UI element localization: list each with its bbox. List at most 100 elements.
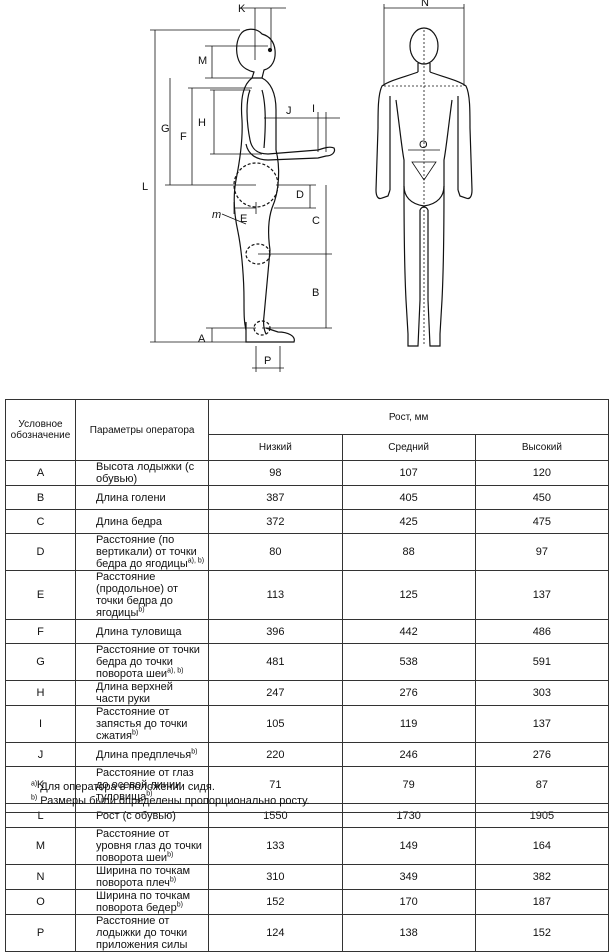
cell-low: 310 xyxy=(208,864,343,890)
cell-mid: 405 xyxy=(341,485,476,510)
cell-low: 220 xyxy=(208,742,343,767)
cell-mid: 538 xyxy=(341,643,476,681)
cell-mid: 88 xyxy=(341,533,476,571)
cell-mid: 79 xyxy=(341,766,476,804)
dim-label-h: H xyxy=(198,117,206,129)
cell-high: 591 xyxy=(474,643,610,681)
cell-param-footnote-ref: b) xyxy=(138,606,145,614)
cell-code: B xyxy=(5,485,76,510)
cell-low: 133 xyxy=(208,827,343,865)
dim-label-n: N xyxy=(421,0,429,9)
cell-mid: 349 xyxy=(341,864,476,890)
cell-high: 120 xyxy=(474,460,610,486)
cell-low: 124 xyxy=(208,914,343,952)
dim-label-l: L xyxy=(142,181,148,193)
cell-param-text: Расстояние от лодыжки до точки приложени… xyxy=(96,915,188,951)
dim-label-i: I xyxy=(312,103,315,115)
cell-high: 187 xyxy=(474,889,610,915)
cell-low: 80 xyxy=(208,533,343,571)
cell-param: Длина предплечьяb) xyxy=(74,742,210,767)
cell-code: G xyxy=(5,643,76,681)
cell-param: Расстояние (продольное) от точки бедра д… xyxy=(74,570,210,620)
footnote-a-mark: а) xyxy=(31,780,38,788)
cell-param: Расстояние (по вертикали) от точки бедра… xyxy=(74,533,210,571)
dim-label-b: B xyxy=(312,287,319,299)
cell-code: N xyxy=(5,864,76,890)
dim-label-g: G xyxy=(161,123,170,135)
cell-param-text: Длина туловища xyxy=(96,625,182,638)
cell-param-text: Расстояние от уровня глаз до точки повор… xyxy=(96,828,202,864)
cell-code: P xyxy=(5,914,76,952)
cell-low: 481 xyxy=(208,643,343,681)
cell-high: 164 xyxy=(474,827,610,865)
cell-param: Расстояние от глаз до осевой линии тулов… xyxy=(74,766,210,804)
cell-param-text: Высота лодыжки (с обувью) xyxy=(96,461,195,485)
cell-high: 152 xyxy=(474,914,610,952)
cell-mid: 119 xyxy=(341,705,476,743)
side-view-figure xyxy=(233,28,336,343)
cell-low: 396 xyxy=(208,619,343,644)
cell-high: 382 xyxy=(474,864,610,890)
cell-param: Длина туловища xyxy=(74,619,210,644)
operator-parameters-table: Условное обозначение Параметры оператора… xyxy=(5,399,610,952)
side-view-dimension-lines xyxy=(150,7,340,372)
cell-param-footnote-ref: b) xyxy=(146,790,153,798)
table-row: P Расстояние от лодыжки до точки приложен… xyxy=(5,914,610,952)
cell-low: 98 xyxy=(208,460,343,486)
cell-low: 152 xyxy=(208,889,343,915)
cell-mid: 138 xyxy=(341,914,476,952)
cell-code: E xyxy=(5,570,76,620)
cell-param: Длина голени xyxy=(74,485,210,510)
footnote-a: а) Для оператора в положении сидя. xyxy=(31,780,608,794)
cell-mid: 442 xyxy=(341,619,476,644)
cell-param: Расстояние от лодыжки до точки приложени… xyxy=(74,914,210,952)
header-param: Параметры оператора xyxy=(74,399,210,461)
footnote-b: b) Размеры были определены пропорциональ… xyxy=(31,794,608,808)
dim-label-d: D xyxy=(296,189,304,201)
front-view-dimension-lines xyxy=(383,4,465,346)
cell-param-text: Расстояние от глаз до осевой линии тулов… xyxy=(96,767,194,803)
cell-code: A xyxy=(5,460,76,486)
table-row: M Расстояние от уровня глаз до точки пово… xyxy=(5,827,610,865)
cell-mid: 246 xyxy=(341,742,476,767)
front-view-figure xyxy=(375,27,473,347)
cell-mid: 425 xyxy=(341,509,476,534)
dim-label-m-small: m xyxy=(212,209,221,221)
footnote-b-text: Размеры были определены пропорционально … xyxy=(40,795,310,807)
cell-code: M xyxy=(5,827,76,865)
footnote-b-mark: b) xyxy=(31,794,38,802)
dim-label-e: E xyxy=(240,213,247,225)
cell-param-footnote-ref: b) xyxy=(167,851,174,859)
cell-param-text: Длина бедра xyxy=(96,515,162,528)
dim-label-k: K xyxy=(238,3,246,15)
cell-param: Длина бедра xyxy=(74,509,210,534)
cell-param: Длина верхней части руки xyxy=(74,680,210,706)
cell-param-text: Расстояние от точки бедра до точки повор… xyxy=(96,644,200,680)
cell-mid: 125 xyxy=(341,570,476,620)
cell-low: 387 xyxy=(208,485,343,510)
dim-label-j: J xyxy=(286,105,292,117)
cell-param-text: Расстояние (по вертикали) от точки бедра… xyxy=(96,534,197,570)
dim-label-o: O xyxy=(419,139,428,151)
anthropometric-figure: K M G H F L J I D E m C B A P N O xyxy=(0,0,615,392)
cell-param-footnote-ref: а), b) xyxy=(167,667,184,675)
cell-param: Расстояние от уровня глаз до точки повор… xyxy=(74,827,210,865)
cell-param: Высота лодыжки (с обувью) xyxy=(74,460,210,486)
cell-low: 247 xyxy=(208,680,343,706)
header-height-group: Рост, мм xyxy=(208,399,609,435)
dim-label-m: M xyxy=(198,55,207,67)
cell-code: H xyxy=(5,680,76,706)
cell-high: 303 xyxy=(474,680,610,706)
figure-drawing: K M G H F L J I D E m C B A P N O xyxy=(142,0,473,372)
cell-code: J xyxy=(5,742,76,767)
cell-high: 87 xyxy=(474,766,610,804)
header-low: Низкий xyxy=(208,434,343,461)
